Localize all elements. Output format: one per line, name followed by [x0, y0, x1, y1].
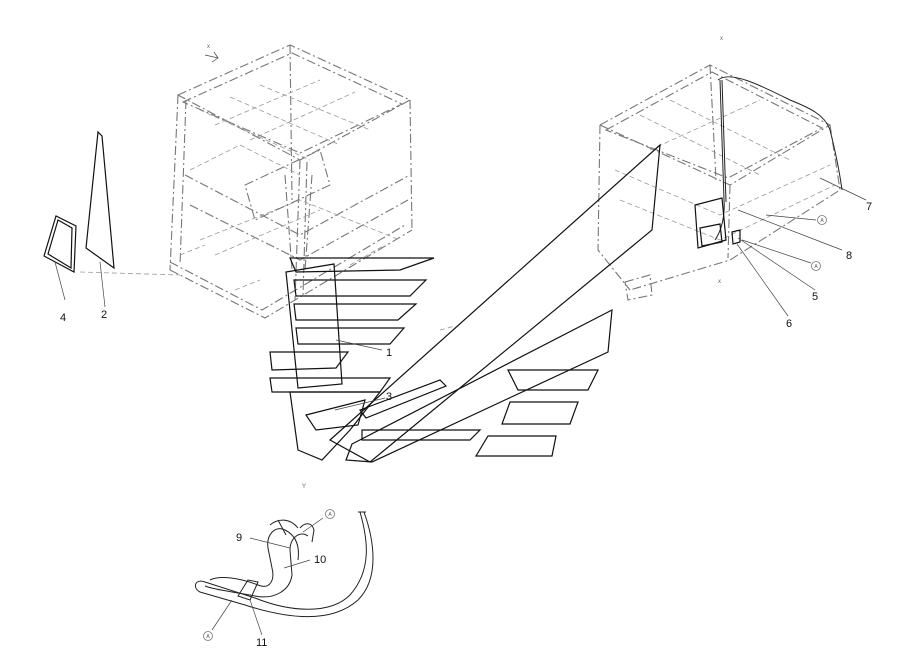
- nozzle-bracket: [731, 229, 741, 245]
- view-mark-arrow-label: x: [207, 44, 210, 50]
- callout-7: 7: [866, 201, 872, 213]
- callout-4: 4: [60, 312, 66, 324]
- hose-right-vertical-2: [721, 79, 727, 203]
- view-mark-lower: x: [718, 279, 721, 285]
- ref-marker-3: A: [325, 509, 335, 519]
- glass-panel-3: [305, 399, 366, 431]
- svg-text:A: A: [206, 634, 210, 640]
- hose-assembly: [194, 511, 374, 618]
- leader-lines: [54, 177, 867, 636]
- callout-9: 9: [236, 532, 242, 544]
- glass-panel-2: [85, 130, 115, 270]
- callout-6: 6: [786, 318, 792, 330]
- callout-3: 3: [386, 391, 392, 403]
- callout-10: 10: [314, 554, 326, 566]
- svg-text:A: A: [328, 512, 332, 518]
- view-mark-x: x: [720, 36, 723, 42]
- callout-2: 2: [101, 309, 107, 321]
- svg-text:A: A: [820, 218, 824, 224]
- alignment-line: [79, 271, 456, 331]
- hose-right-upper: [717, 76, 843, 191]
- callout-8: 8: [846, 250, 852, 262]
- view-arrow-icon: [204, 51, 219, 63]
- svg-text:A: A: [814, 264, 818, 270]
- glass-panel-4-inner: [47, 219, 73, 270]
- washer-pump: [699, 223, 723, 247]
- ref-marker-2: A: [811, 261, 821, 271]
- washer-reservoir: [694, 197, 727, 249]
- hose-right-vertical: [714, 79, 725, 241]
- cab-frame-right: [597, 64, 841, 301]
- callout-11: 11: [256, 637, 267, 649]
- glass-panel-1: [285, 263, 343, 389]
- glazing-layout: [269, 143, 661, 463]
- ref-marker-4: A: [203, 631, 213, 641]
- ref-marker-1: A: [817, 215, 827, 225]
- view-mark-y: Y: [302, 484, 306, 490]
- callout-5: 5: [812, 291, 818, 303]
- cab-frame-left: [169, 44, 413, 319]
- callout-1: 1: [386, 347, 392, 359]
- glass-panel-4: [43, 215, 77, 273]
